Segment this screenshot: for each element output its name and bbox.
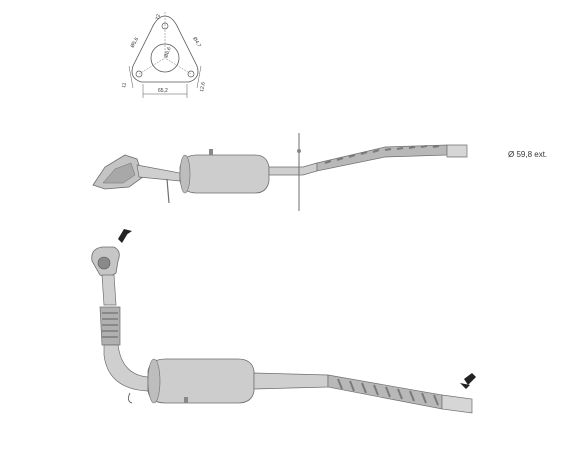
dim-d2: Ø4,7: [191, 36, 202, 49]
top-mid-pipe: [268, 162, 318, 176]
side-flex-bellows: [99, 306, 121, 346]
dim-hole: Ø6,6: [163, 46, 172, 58]
side-outlet-pipe: [441, 394, 473, 414]
side-dpf-canister: [147, 358, 255, 404]
top-outlet-pipe: [446, 144, 468, 158]
outlet-diameter-label: Ø 59,8 ext.: [508, 150, 548, 159]
top-dpf-canister: [179, 154, 270, 194]
dim-side-left: 11: [121, 82, 128, 88]
dim-side-right: 12,6: [199, 82, 207, 93]
side-flex-section: [327, 374, 443, 410]
dim-width: 65,2: [158, 88, 168, 94]
exhaust-top-view: [92, 133, 468, 211]
direction-arrow-bottom-icon: [460, 373, 476, 389]
dim-angle: 72: [155, 14, 162, 21]
top-inlet-pipe: [136, 164, 181, 182]
side-down-pipe: [101, 274, 117, 306]
flange-dimension-diagram: Ø5,6 Ø4,7 Ø6,6 72 11 12,6 65,2: [121, 12, 207, 98]
top-flex-section: [316, 144, 448, 172]
dim-d1: Ø5,6: [130, 36, 141, 49]
side-bend-pipe: [103, 344, 149, 392]
side-rear-pipe: [253, 372, 329, 390]
direction-arrow-top-icon: [118, 229, 132, 243]
exhaust-side-view: [91, 229, 476, 414]
